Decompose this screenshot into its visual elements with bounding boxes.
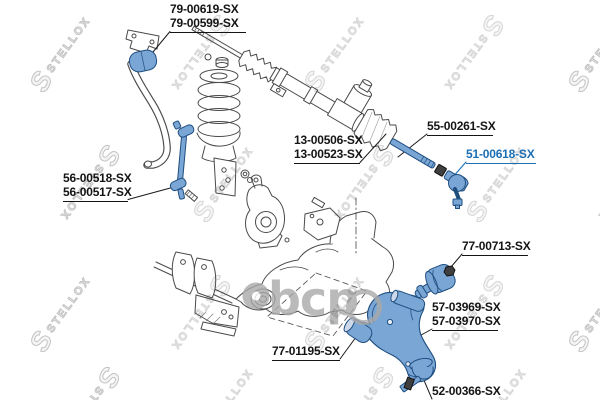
label-arm-bushing: 77-01195-SX bbox=[272, 344, 340, 361]
label-underline bbox=[63, 200, 128, 202]
label-underline bbox=[427, 135, 493, 136]
part-number-link[interactable]: 51-00618-SX bbox=[466, 147, 535, 161]
part-number: 57-03969-SX bbox=[432, 300, 501, 314]
label-mount-nut: 77-00713-SX bbox=[462, 239, 531, 256]
assembly-guide-lines bbox=[266, 197, 368, 337]
mount-nut-part bbox=[443, 265, 456, 277]
stabilizer-bar-drawing bbox=[125, 29, 171, 169]
part-number: 52-00366-SX bbox=[432, 384, 501, 398]
stabilizer-link-part bbox=[169, 120, 195, 200]
part-number: 56-00518-SX bbox=[63, 171, 132, 185]
label-stabilizer-link: 56-00518-SX 56-00517-SX bbox=[63, 171, 132, 202]
label-underline bbox=[432, 329, 498, 331]
stabilizer-bushing-part bbox=[128, 49, 158, 73]
label-underline bbox=[170, 31, 246, 33]
label-underline bbox=[462, 255, 528, 256]
tie-rod-end-stud bbox=[452, 187, 463, 209]
label-control-arm: 57-03969-SX 57-03970-SX bbox=[432, 300, 501, 331]
label-underline bbox=[272, 360, 340, 361]
strut-spring-drawing bbox=[184, 53, 285, 244]
part-number: 55-00261-SX bbox=[427, 119, 496, 133]
part-number: 79-00599-SX bbox=[170, 15, 239, 30]
part-number: 56-00517-SX bbox=[63, 184, 132, 199]
label-tie-rod-end[interactable]: 51-00618-SX bbox=[466, 147, 536, 164]
label-underline bbox=[294, 162, 360, 164]
part-number: 79-00619-SX bbox=[170, 2, 239, 16]
label-ball-joint: 52-00366-SX bbox=[432, 384, 501, 400]
control-arm-pivot-tube bbox=[390, 289, 426, 312]
label-inner-tie-rod: 55-00261-SX bbox=[427, 119, 496, 136]
part-number: 13-00506-SX bbox=[294, 133, 363, 147]
steering-rack-drawing bbox=[191, 25, 398, 152]
part-number: 13-00523-SX bbox=[294, 146, 363, 161]
inner-tie-rod-part bbox=[389, 138, 436, 169]
part-number: 77-00713-SX bbox=[462, 239, 531, 253]
label-underline bbox=[466, 163, 536, 164]
tie-rod-lock-nut bbox=[434, 164, 447, 177]
part-number: 77-01195-SX bbox=[272, 344, 340, 358]
label-stabilizer-bushing: 79-00619-SX 79-00599-SX bbox=[170, 2, 246, 33]
label-steering-boot: 13-00506-SX 13-00523-SX bbox=[294, 133, 363, 164]
ball-joint-bolt bbox=[403, 376, 415, 391]
part-number: 57-03970-SX bbox=[432, 313, 501, 328]
